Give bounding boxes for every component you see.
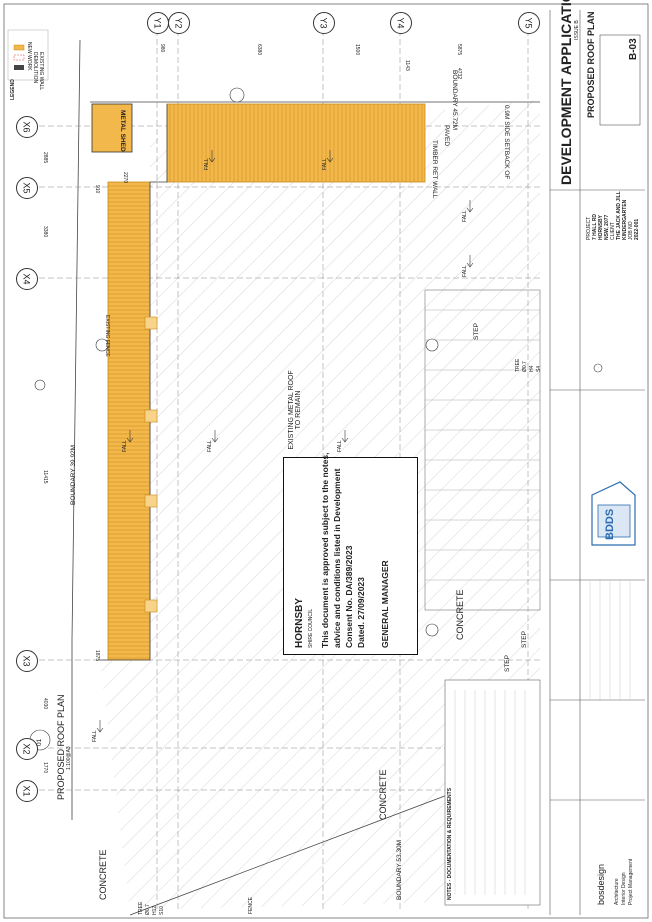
sheet-number: B-03 [628, 38, 639, 60]
stamp-line-1: This document is approved subject to the… [320, 452, 330, 648]
grid-label-x3: X3 [16, 650, 38, 672]
dimension-label: 910 [94, 185, 100, 194]
drawing-title: PROPOSED ROOF PLAN [56, 694, 66, 800]
grid-label-y2: Y2 [168, 12, 190, 34]
issue-label: ISSUE B [574, 20, 580, 40]
notes-box [444, 679, 541, 906]
firm-name: bosdesign [596, 863, 606, 905]
tree-label: TREE Ø0.7 H4 S4 [515, 358, 542, 372]
project-address: 7 HALL RD HORNSBY NSW, 2077 [592, 213, 610, 240]
grid-label-x6: X6 [16, 116, 38, 138]
step-label-3: STEP [521, 631, 528, 648]
firm-logo-text: BDDS [604, 508, 616, 540]
fall-label: FALL [92, 730, 98, 742]
stamp-line-2: advice and conditions listed in Developm… [332, 468, 342, 648]
council-sub: SHIRE COUNCIL [308, 608, 314, 648]
metal-shed-label: METAL SHED [119, 110, 126, 152]
dimension-label: 3380 [42, 226, 48, 238]
stamp-line-3: Consent No. DA/389/2023 [344, 545, 354, 648]
council-approval-stamp: HORNSBY SHIRE COUNCIL This document is a… [283, 452, 418, 655]
boundary-label-top: BOUNDARY 45.72M [451, 70, 458, 131]
timber-wall-label: TIMBER RET WALL [431, 140, 438, 199]
existing-roof-label: EXISTING METAL ROOF TO REMAIN [288, 370, 302, 450]
grid-label-x2: X2 [16, 738, 38, 760]
sheet-title: PROPOSED ROOF PLAN [586, 11, 596, 118]
step-label: STEP [473, 323, 480, 340]
grid-label-y3: Y3 [313, 12, 335, 34]
boundary-label-bottom: BOUNDARY 53.30M [396, 839, 403, 900]
fall-label: FALL [337, 440, 343, 452]
concrete-label-2: CONCRETE [378, 769, 388, 820]
dimension-label: 11415 [42, 470, 48, 484]
fall-label: FALL [462, 210, 468, 222]
dimension-label: 980 [159, 44, 165, 53]
fall-label: FALL [122, 440, 128, 452]
development-application-banner: DEVELOPMENT APPLICATION [558, 0, 574, 185]
grid-label-x4: X4 [16, 268, 38, 290]
metal-shed [91, 103, 133, 153]
step-label-2: STEP [504, 655, 511, 672]
dimension-label: 1143 [404, 60, 410, 71]
concrete-label-3: CONCRETE [98, 849, 108, 900]
tree-label: TREE Ø0.7 H12 S10 [138, 901, 165, 915]
grid-label-y4: Y4 [390, 12, 412, 34]
dimension-label: 2270 [122, 172, 128, 184]
existing-fence-label: EXISTING FENCE [104, 315, 110, 357]
grid-label-x5: X5 [16, 177, 38, 199]
dimension-label: 1770 [42, 762, 48, 774]
drawing-ref: 01 [36, 738, 43, 746]
dimension-label: 6380 [256, 44, 262, 56]
stamp-signatory: GENERAL MANAGER [380, 560, 390, 648]
notes-title: NOTES - DOCUMENTATION & REQUIREMENTS [447, 787, 453, 900]
boundary-line [71, 39, 81, 820]
firm-services: Architecture Interior Design Project Man… [614, 858, 634, 905]
boundary-label-left: BOUNDARY 39.92M [70, 444, 77, 505]
fall-label: FALL [204, 158, 210, 170]
dimension-label: 2885 [42, 152, 48, 164]
legend-title: LEGEND [10, 79, 16, 100]
client-name: THE JACK AND JILL KINDERGARTEN [616, 191, 628, 240]
fall-label: FALL [207, 440, 213, 452]
paved-label: PAVED [443, 125, 450, 147]
drawing-scale: 1:100@A3 [66, 746, 72, 770]
dimension-label: 4030 [42, 698, 48, 710]
dimension-label: 1500 [354, 44, 360, 56]
fall-label: FALL [322, 158, 328, 170]
council-name: HORNSBY [294, 597, 305, 648]
concrete-label: CONCRETE [455, 589, 465, 640]
fall-label: FALL [462, 265, 468, 277]
dimension-label: 5875 [456, 44, 462, 56]
dimension-label: 1875 [94, 650, 100, 662]
legend-existing-wall: EXISTING WALL [38, 52, 44, 91]
setback-label: 0.9M SIDE SETBACK OF [503, 105, 510, 180]
grid-label-x1: X1 [16, 780, 38, 802]
job-number: 2022-001 [634, 218, 640, 240]
stamp-line-4: Dated. 27/09/2023 [356, 577, 366, 648]
fence-label: FENCE [248, 897, 254, 914]
grid-label-y5: Y5 [518, 12, 540, 34]
grid-label-y1: Y1 [147, 12, 169, 34]
